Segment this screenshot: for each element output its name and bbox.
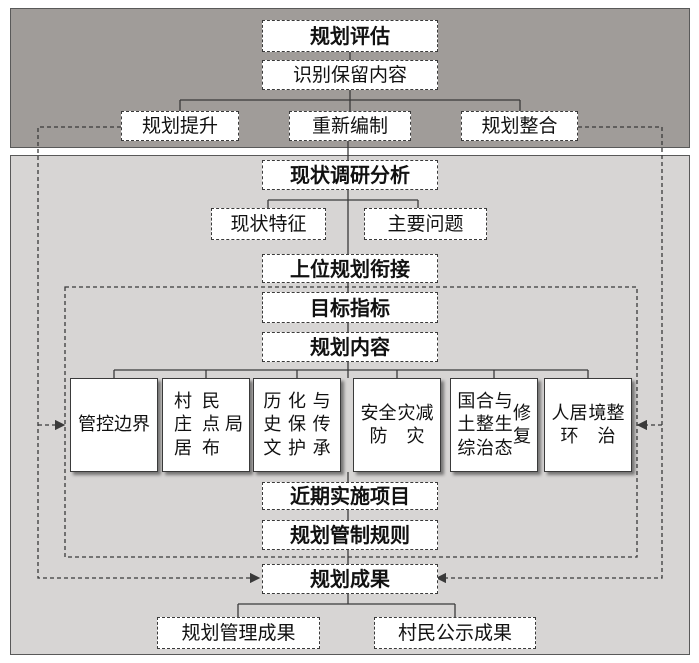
- planning-results-node: 规划成果: [262, 564, 438, 594]
- planning-evaluation-node: 规划评估: [262, 20, 438, 52]
- survey-analysis-node: 现状调研分析: [262, 160, 438, 190]
- planning-control-rules-node: 规划管制规则: [262, 520, 438, 550]
- upper-planning-connection-node: 上位规划衔接: [262, 254, 438, 283]
- planning-integration-node: 规划整合: [461, 111, 578, 141]
- recompile-node: 重新编制: [289, 111, 411, 141]
- public-notice-results-node: 村民公示成果: [374, 617, 536, 649]
- planning-upgrade-node: 规划提升: [121, 111, 239, 141]
- content-item-boundary-control: 管控边界: [70, 378, 158, 472]
- planning-content-node: 规划内容: [262, 332, 438, 362]
- identify-retained-content-node: 识别保留内容: [262, 60, 438, 90]
- content-item-living-environment: 人居环境整治: [544, 378, 632, 472]
- target-indicators-node: 目标指标: [262, 292, 438, 323]
- near-term-projects-node: 近期实施项目: [262, 482, 438, 510]
- current-features-node: 现状特征: [211, 208, 326, 240]
- content-item-heritage-protection: 历史文化保护与传承: [253, 378, 341, 472]
- management-results-node: 规划管理成果: [157, 617, 320, 649]
- content-item-village-layout: 村庄居民点布局: [162, 378, 250, 472]
- content-item-disaster-prevention: 安全防灾减灾: [353, 378, 441, 472]
- main-problems-node: 主要问题: [364, 208, 487, 240]
- content-item-land-ecological-restoration: 国土综合整治与生态修复: [450, 378, 538, 472]
